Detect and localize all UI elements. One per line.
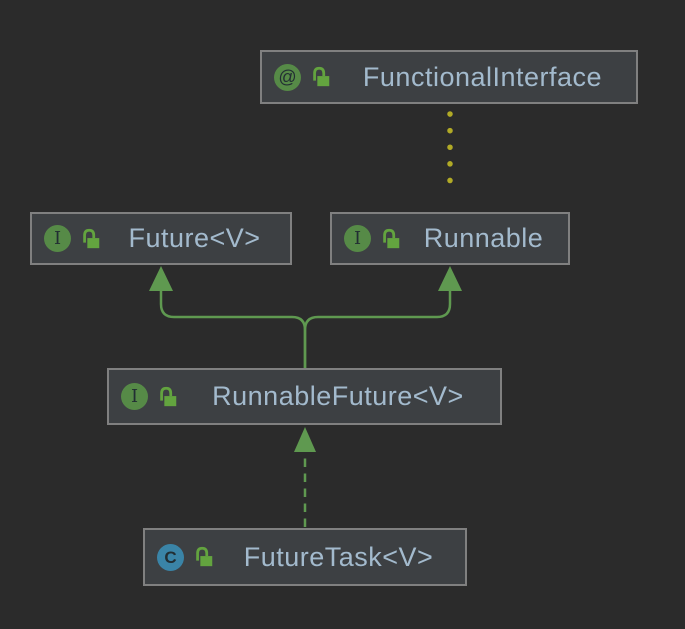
uml-node-runnablefuture[interactable]: I RunnableFuture<V> bbox=[107, 368, 502, 425]
unlocked-icon bbox=[383, 228, 400, 248]
edge-extends-runnable[interactable] bbox=[303, 266, 462, 368]
edge-implements-runnablefuture[interactable] bbox=[294, 427, 316, 527]
uml-node-future[interactable]: I Future<V> bbox=[30, 212, 292, 265]
interface-icon: I bbox=[344, 225, 371, 252]
node-label: Runnable bbox=[423, 223, 544, 253]
node-label: Future<V> bbox=[128, 223, 261, 253]
icon-letter: I bbox=[353, 227, 362, 249]
uml-node-futuretask[interactable]: C FutureTask<V> bbox=[143, 528, 467, 586]
unlocked-icon bbox=[160, 386, 177, 406]
interface-icon: I bbox=[121, 383, 148, 410]
unlocked-icon bbox=[83, 228, 100, 248]
uml-node-runnable[interactable]: I Runnable bbox=[330, 212, 570, 265]
icon-letter: C bbox=[164, 547, 177, 567]
uml-node-functionalinterface[interactable]: @ FunctionalInterface bbox=[260, 50, 638, 104]
icon-letter: I bbox=[53, 227, 62, 249]
node-label: FutureTask<V> bbox=[243, 541, 434, 572]
unlocked-icon bbox=[313, 66, 330, 87]
class-icon: C bbox=[157, 543, 184, 571]
icon-letter: @ bbox=[278, 67, 297, 87]
annotation-icon: @ bbox=[274, 63, 301, 91]
interface-icon: I bbox=[44, 225, 71, 252]
unlocked-icon bbox=[196, 546, 213, 567]
edge-extends-future[interactable] bbox=[149, 266, 307, 368]
node-label: RunnableFuture<V> bbox=[212, 381, 464, 411]
node-label: FunctionalInterface bbox=[362, 61, 603, 92]
icon-letter: I bbox=[130, 385, 139, 407]
